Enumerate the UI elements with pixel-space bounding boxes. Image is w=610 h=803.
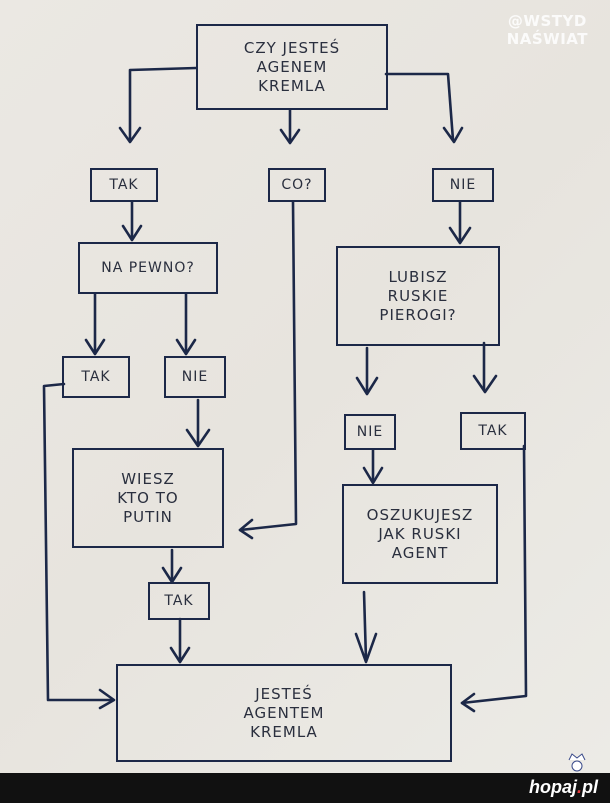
node-tak-2: TAK xyxy=(62,356,130,398)
arrowhead xyxy=(362,466,384,485)
arrowhead xyxy=(238,518,254,540)
watermark-line-1: @WSTYD xyxy=(507,12,587,30)
node-nie-2: NIE xyxy=(164,356,226,398)
edge-start-to-tak xyxy=(128,66,198,142)
node-nie-3: NIE xyxy=(344,414,396,450)
edge-co-to-wiesz xyxy=(238,200,298,532)
logo-tld: pl xyxy=(582,777,598,797)
paper-background xyxy=(0,0,610,773)
node-oszukujesz: OSZUKUJESZ JAK RUSKI AGENT xyxy=(342,484,498,584)
node-lubisz-pierogi: LUBISZ RUSKIE PIEROGI? xyxy=(336,246,500,346)
node-tak-1: TAK xyxy=(90,168,158,202)
arrowhead xyxy=(185,428,211,448)
arrowhead xyxy=(355,376,379,396)
arrowhead xyxy=(121,224,143,242)
watermark-line-2: NAŚWIAT xyxy=(506,30,588,48)
arrowhead xyxy=(354,632,378,664)
node-nie-1: NIE xyxy=(432,168,494,202)
node-na-pewno: NA PEWNO? xyxy=(78,242,218,294)
node-end-result: JESTEŚ AGENTEM KREMLA xyxy=(116,664,452,762)
logo-main: hopaj xyxy=(528,777,577,797)
arrowhead xyxy=(448,226,472,245)
node-start-question: CZY JESTEŚ AGENEM KREMLA xyxy=(196,24,388,110)
edge-oszukujesz-to-end xyxy=(362,590,368,662)
arrowhead xyxy=(442,126,464,144)
arrowhead xyxy=(279,128,301,145)
node-tak-4: TAK xyxy=(148,582,210,620)
arrowhead xyxy=(472,374,498,394)
arrowhead xyxy=(98,688,116,710)
arrowhead xyxy=(460,692,476,713)
arrowhead xyxy=(84,338,106,356)
edge-tak-right-to-end xyxy=(460,444,528,705)
node-co: CO? xyxy=(268,168,326,202)
watermark: @WSTYD NAŚWIAT xyxy=(507,12,588,48)
crown-mascot-icon xyxy=(568,753,586,772)
arrowhead xyxy=(169,646,191,664)
logo-dot: . xyxy=(576,777,582,797)
edge-start-to-nie xyxy=(384,72,455,142)
node-tak-3: TAK xyxy=(460,412,526,450)
edge-tak-left-to-end xyxy=(42,382,114,702)
arrowhead xyxy=(118,126,142,144)
node-wiesz-kto-to-putin: WIESZ KTO TO PUTIN xyxy=(72,448,224,548)
arrowhead xyxy=(175,338,197,356)
footer-bar: hopaj.pl xyxy=(0,773,610,803)
flowchart-connectors xyxy=(42,66,528,713)
site-logo[interactable]: hopaj.pl xyxy=(529,777,598,798)
